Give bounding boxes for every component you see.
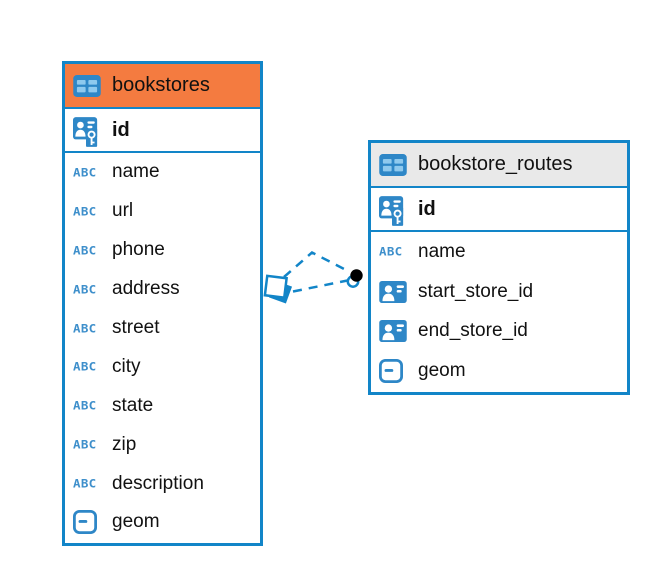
column-row[interactable]: ABC phone bbox=[65, 231, 260, 270]
column-name: phone bbox=[112, 239, 165, 261]
primary-key-row[interactable]: id bbox=[371, 188, 627, 232]
column-name: state bbox=[112, 394, 154, 416]
reference-type-icon bbox=[379, 320, 409, 342]
column-name: street bbox=[112, 317, 160, 338]
column-row[interactable]: ABC zip bbox=[65, 425, 260, 464]
relationship-line-lower[interactable] bbox=[292, 279, 348, 293]
column-name: url bbox=[112, 200, 134, 222]
primary-key-icon bbox=[73, 113, 103, 147]
text-type-icon: ABC bbox=[73, 398, 97, 413]
relationship-line-upper[interactable] bbox=[283, 251, 351, 278]
table-header[interactable]: bookstores bbox=[65, 64, 260, 109]
column-name: name bbox=[112, 161, 160, 183]
text-type-icon: ABC bbox=[73, 165, 97, 180]
table-icon bbox=[73, 75, 103, 97]
column-row[interactable]: ABC description bbox=[65, 464, 260, 503]
column-row[interactable]: ABC name bbox=[371, 232, 627, 272]
table-title: bookstores bbox=[112, 74, 210, 96]
text-type-icon: ABC bbox=[73, 437, 97, 452]
column-row[interactable]: geom bbox=[65, 503, 260, 542]
reference-type-icon bbox=[379, 281, 409, 303]
columns-list: ABC name ABC url ABC phone ABC address A… bbox=[65, 153, 260, 542]
column-name: address bbox=[112, 278, 180, 300]
column-row[interactable]: ABC street bbox=[65, 309, 260, 348]
primary-key-icon bbox=[379, 192, 409, 226]
columns-list: ABC name start_store_id end_store_id geo… bbox=[371, 232, 627, 391]
geometry-type-icon bbox=[73, 510, 103, 534]
column-name: end_store_id bbox=[418, 320, 528, 342]
entity-table-bookstores[interactable]: bookstores id ABC name ABC url ABC phone… bbox=[62, 61, 263, 546]
text-type-icon: ABC bbox=[73, 204, 97, 219]
table-header[interactable]: bookstore_routes bbox=[371, 143, 627, 188]
column-row[interactable]: ABC city bbox=[65, 347, 260, 386]
column-name: name bbox=[418, 240, 466, 262]
entity-table-bookstore-routes[interactable]: bookstore_routes id ABC name start_store… bbox=[368, 140, 630, 395]
column-name: geom bbox=[418, 359, 466, 381]
column-name: zip bbox=[112, 433, 137, 455]
text-type-icon: ABC bbox=[73, 476, 97, 491]
column-name: id bbox=[418, 197, 436, 220]
text-type-icon: ABC bbox=[379, 244, 403, 259]
column-row[interactable]: end_store_id bbox=[371, 311, 627, 351]
column-name: description bbox=[112, 472, 204, 494]
column-row[interactable]: ABC url bbox=[65, 192, 260, 231]
column-name: start_store_id bbox=[418, 280, 534, 302]
relationship-source-marker[interactable] bbox=[263, 274, 293, 304]
text-type-icon: ABC bbox=[73, 359, 97, 374]
column-name: city bbox=[112, 355, 141, 377]
column-row[interactable]: start_store_id bbox=[371, 272, 627, 312]
column-row[interactable]: ABC name bbox=[65, 153, 260, 192]
table-title: bookstore_routes bbox=[418, 153, 573, 175]
column-row[interactable]: geom bbox=[371, 351, 627, 391]
column-row[interactable]: ABC state bbox=[65, 386, 260, 425]
column-name: id bbox=[112, 118, 130, 141]
table-icon bbox=[379, 154, 409, 176]
relationship-connector[interactable] bbox=[263, 251, 363, 304]
relationship-target-marker[interactable] bbox=[346, 269, 363, 288]
text-type-icon: ABC bbox=[73, 282, 97, 297]
primary-key-row[interactable]: id bbox=[65, 109, 260, 153]
column-name: geom bbox=[112, 511, 160, 533]
geometry-type-icon bbox=[379, 359, 409, 383]
text-type-icon: ABC bbox=[73, 321, 97, 335]
column-row[interactable]: ABC address bbox=[65, 270, 260, 309]
text-type-icon: ABC bbox=[73, 243, 97, 258]
